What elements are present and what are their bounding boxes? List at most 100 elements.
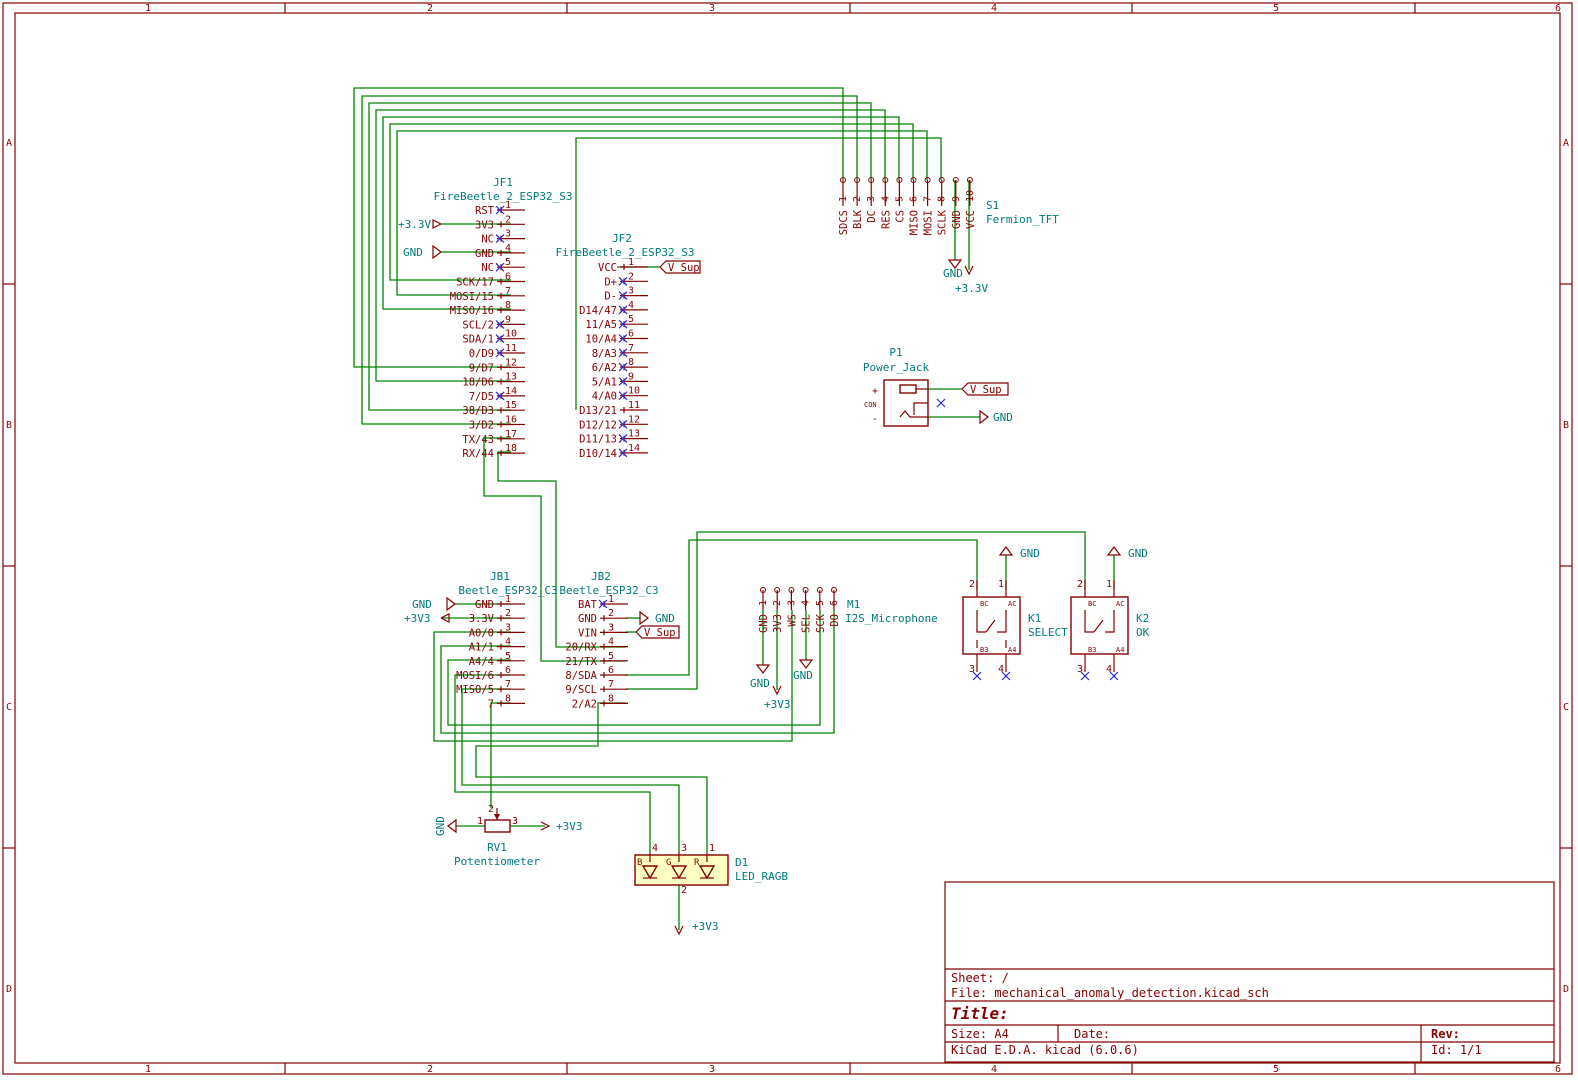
s1-pin-name: DC [866,210,878,223]
p1-power-jack[interactable]: P1 Power_Jack + CON - [863,346,946,427]
jb1-pin-num: 4 [505,637,511,648]
s1-pin-end [952,177,959,183]
p1-value: Power_Jack [863,361,930,374]
row-label-d-r: D [1563,984,1569,995]
jb2-pin-name: BAT [578,599,598,611]
p1-con: CON [864,401,877,409]
net-gnd-jb1: GND [412,598,432,611]
m1-pin-num: 2 [772,600,783,606]
jf2-pin-num: 11 [628,400,640,411]
jb1-pin-name: MISO/5 [456,684,494,696]
jf1-pin-name: 3V3 [475,219,494,231]
m1-pin-name: SCK [815,613,827,633]
jb1-pin-num: 1 [505,594,511,605]
jf2-pin-num: 10 [628,386,640,397]
s1-pin-name: MOSI [923,210,935,235]
k2-ac: AC [1116,600,1124,608]
k1-value: SELECT [1028,626,1068,639]
s1-pin-end [924,177,931,183]
row-label-b: B [6,420,12,431]
s1-pin-name: CS [894,210,906,223]
s1-pin-num: 4 [880,196,891,202]
jf1-pin-name: 9/D7 [469,362,494,374]
s1-pin-name: SCLK [937,209,949,235]
jb1-pin-name: 3.3V [469,613,495,625]
m1-pin-name: DO [829,614,841,627]
s1-pin-name: BLK [852,209,864,229]
k2-pin2: 2 [1077,579,1083,590]
jb1-ref: JB1 [490,570,510,583]
col-label-4: 4 [991,3,997,14]
jf2-pin-name: D11/13 [579,434,617,446]
net-gnd-m1: GND [750,677,770,690]
jf1-connector[interactable]: JF1 FireBeetle_2_ESP32_S3 1RST23V33NC4GN… [433,176,572,460]
row-label-b-r: B [1563,420,1569,431]
p1-plus: + [872,386,878,397]
jf1-pin-num: 2 [505,214,511,225]
jf2-connector[interactable]: JF2 FireBeetle_2_ESP32_S3 1VCC2D+3D-4D14… [555,232,694,460]
k1-a4: A4 [1008,646,1016,654]
jf1-pin-name: SDA/1 [462,334,494,346]
jb2-connector[interactable]: JB2 Beetle_ESP32_C3 1BAT2GND3VIN420/RX52… [559,570,658,710]
rv1-value: Potentiometer [454,855,540,868]
tb-sheet: Sheet: / [951,971,1009,985]
tb-size: Size: A4 [951,1027,1009,1041]
jf2-pin-name: 8/A3 [592,348,617,360]
jb2-pin-num: 7 [608,679,614,690]
net-gnd-k2: GND [1128,547,1148,560]
d1-r: R [694,858,700,868]
m1-pin-end [802,587,809,593]
net-gnd-k1: GND [1020,547,1040,560]
jf2-pin-num: 6 [628,329,634,340]
d1-rgb-led[interactable]: 4 3 1 2 B G R D1 LED_RAGB [634,843,788,896]
row-label-a: A [6,138,12,149]
jf1-pin-name: RST [475,205,495,217]
row-label-d: D [6,984,12,995]
s1-tft-connector[interactable]: S1 Fermion_TFT 1SDCS2BLK3DC4RES5CS6MISO7… [838,177,1059,236]
m1-pin-end [788,587,795,593]
s1-pin-num: 7 [923,196,934,202]
col-label-5b: 5 [1273,1064,1279,1075]
jf1-pin-num: 18 [505,443,517,454]
jf2-pins: 1VCC2D+3D-4D14/47511/A5610/A478/A386/A29… [579,257,648,460]
rv1-pin1: 1 [477,816,483,827]
jf2-pin-num: 5 [628,314,634,325]
jb1-pin-num: 6 [505,665,511,676]
s1-pin-num: 2 [852,196,863,202]
k2-pin4: 4 [1106,664,1112,675]
jf2-pin-name: 5/A1 [592,376,617,388]
tb-title: Title: [951,1004,1009,1023]
jb2-pin-name: VIN [578,627,597,639]
rv1-potentiometer[interactable]: 1 2 3 RV1 Potentiometer [454,804,540,868]
k1-select-switch[interactable]: 2 1 3 4 BC AC B3 A4 K1 SELECT [962,579,1068,681]
k1-pin1: 1 [998,579,1004,590]
jf2-pin-name: 4/A0 [592,391,617,403]
jf1-pin-num: 14 [505,386,517,397]
jb2-pin-name: 2/A2 [572,698,597,710]
jb1-pin-num: 3 [505,622,511,633]
col-label-3: 3 [709,3,715,14]
col-label-2: 2 [427,3,433,14]
jf2-pin-name: 6/A2 [592,362,617,374]
row-label-c: C [6,702,12,713]
jb1-pin-name: GND [475,599,494,611]
jf2-pin-num: 14 [628,443,640,454]
k1-b3: B3 [980,646,988,654]
jf1-pin-num: 8 [505,300,511,311]
rv1-pin3: 3 [512,816,518,827]
jb2-pin-name: GND [578,613,597,625]
jf1-pin-num: 12 [505,357,517,368]
jf1-pin-num: 6 [505,272,511,283]
jf2-ref: JF2 [612,232,632,245]
jb2-pin-num: 3 [608,622,614,633]
jb1-connector[interactable]: JB1 Beetle_ESP32_C3 1GND23.3V3A0/04A1/15… [456,570,558,710]
tb-id: Id: 1/1 [1431,1043,1482,1057]
net-gnd-jb2: GND [655,612,675,625]
s1-ref: S1 [986,199,999,212]
net-3v3-s1: +3.3V [955,282,988,295]
row-label-c-r: C [1563,702,1569,713]
jf1-pin-num: 7 [505,286,511,297]
k2-ok-switch[interactable]: 2 1 3 4 BC AC B3 A4 K2 OK [1070,579,1150,681]
